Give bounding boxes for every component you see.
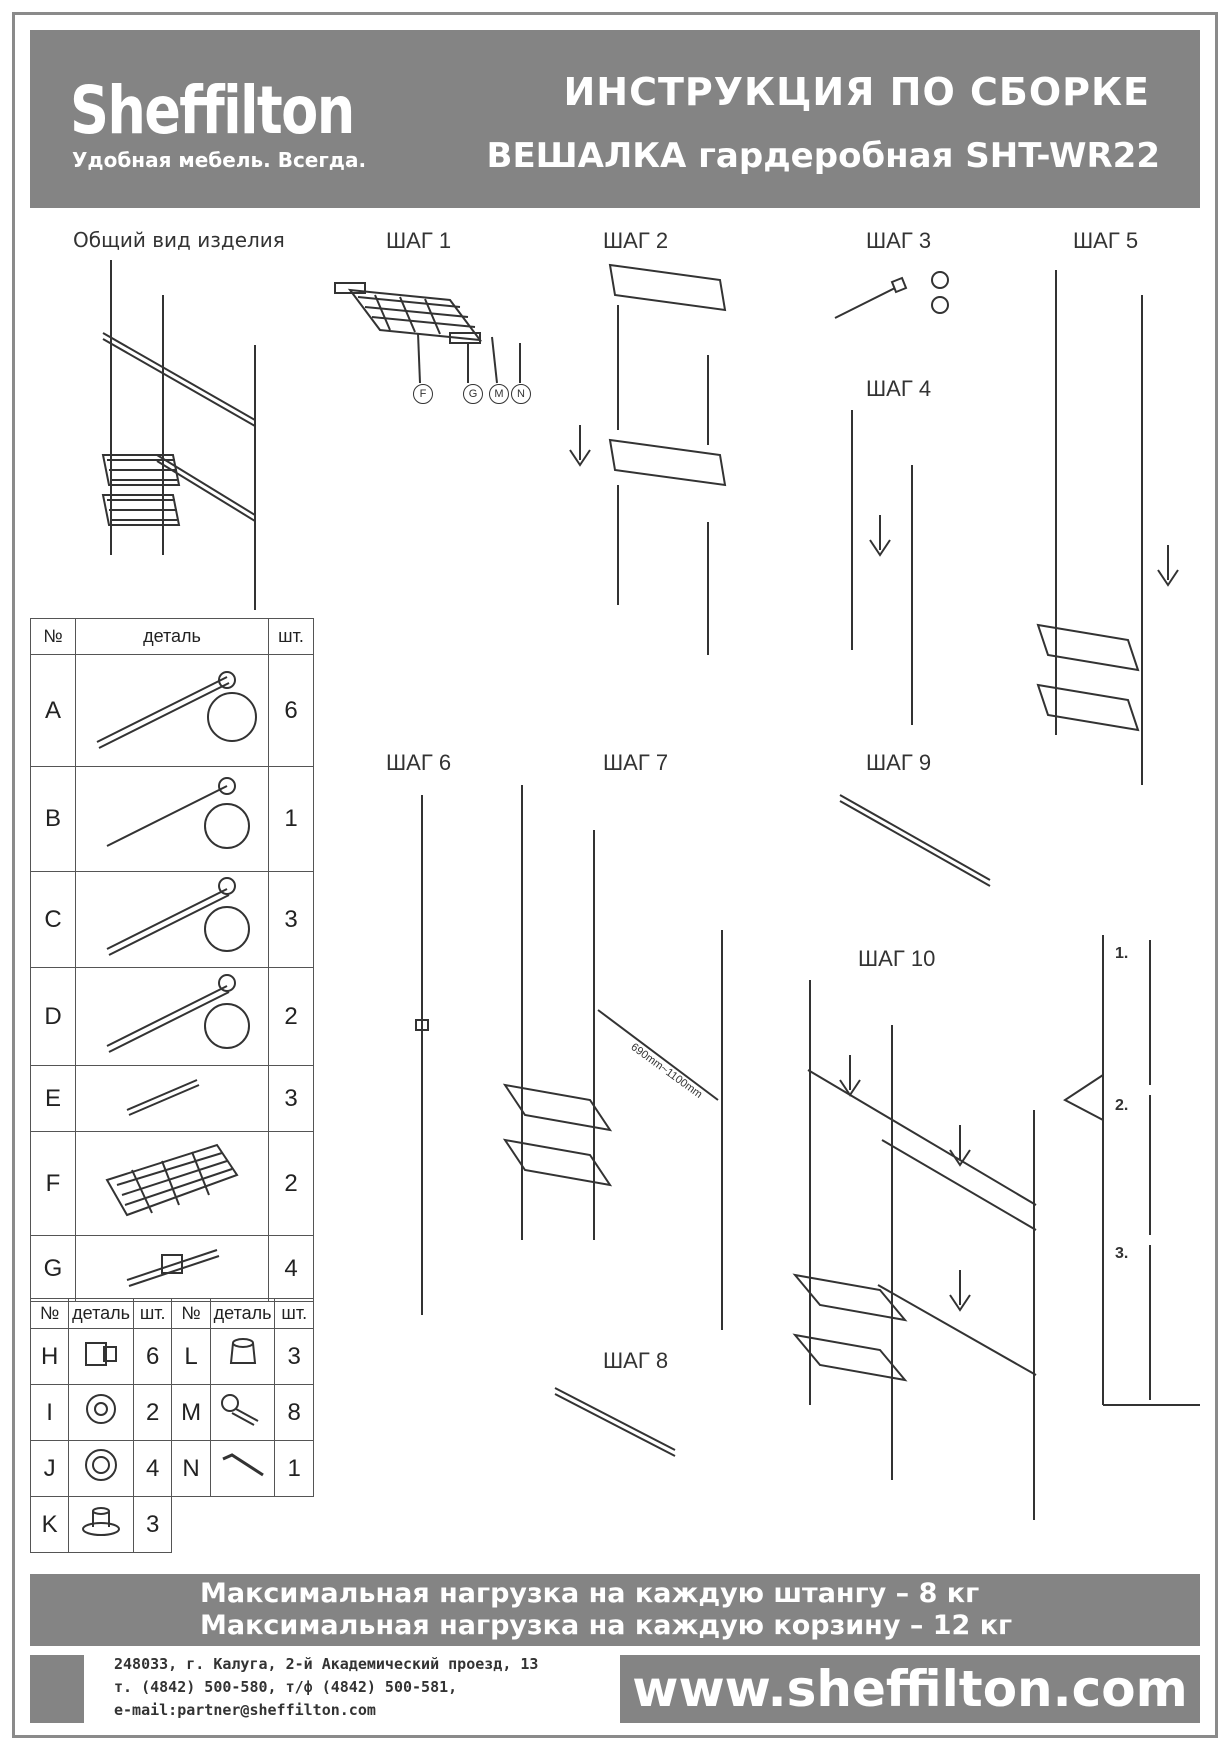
part-id: H <box>29 1328 70 1385</box>
part-id: G <box>30 1235 76 1302</box>
step-7-illustration <box>502 785 723 1330</box>
part-tube-icon <box>96 671 257 749</box>
load-line-basket: Максимальная нагрузка на каждую корзину … <box>200 1610 1013 1641</box>
brand-tagline: Удобная мебель. Всегда. <box>72 148 367 172</box>
part-qty: 4 <box>132 1440 173 1497</box>
screw-icon <box>220 1394 259 1426</box>
parts-col-detail: деталь <box>68 1298 134 1329</box>
step-3-label: ШАГ 3 <box>866 228 932 253</box>
callout-s1-N: N <box>511 384 531 404</box>
part-qty: 2 <box>132 1384 173 1441</box>
parts-table: № деталь шт. A 6 B 1 C 3 D 2 E 3 F 2 G 4 <box>30 618 314 1302</box>
part-tube-icon <box>106 973 250 1053</box>
parts-col-qty: шт. <box>132 1298 173 1329</box>
part-qty: 3 <box>132 1496 173 1553</box>
part-id: K <box>29 1496 70 1553</box>
contact-block: 248033, г. Калуга, 2-й Академический про… <box>114 1653 538 1722</box>
part-qty: 6 <box>268 654 314 767</box>
part-qty: 4 <box>268 1235 314 1302</box>
step-4-illustration <box>851 410 913 725</box>
contact-email[interactable]: e-mail:partner@sheffilton.com <box>114 1701 376 1719</box>
part-id: N <box>171 1440 211 1497</box>
callout-s1-G: G <box>463 384 483 404</box>
step-4-label: ШАГ 4 <box>866 376 932 401</box>
hex-key-icon <box>221 1453 264 1477</box>
part-qty: 1 <box>274 1440 314 1497</box>
part-tube-icon <box>106 876 250 956</box>
part-id: I <box>29 1384 70 1441</box>
footer-square <box>30 1655 84 1723</box>
parts-col-detail: деталь <box>209 1298 276 1329</box>
page-frame <box>12 12 1218 1738</box>
part-rod-icon <box>126 1079 200 1116</box>
product-title: ВЕШАЛКА гардеробная SHT-WR22 <box>486 136 1160 176</box>
part-id: M <box>171 1384 211 1441</box>
foot-cap-icon <box>229 1338 256 1364</box>
part-qty: 3 <box>274 1328 314 1385</box>
part-id: D <box>30 967 76 1066</box>
step-6-illustration <box>415 795 429 1315</box>
part-id: E <box>30 1065 76 1132</box>
step-8-illustration <box>554 1387 676 1457</box>
step-7-label: ШАГ 7 <box>603 750 669 775</box>
overview-illustration <box>101 260 256 610</box>
step-9-illustration <box>839 794 991 887</box>
parts-col-number: № <box>30 618 76 655</box>
clamp-icon <box>85 1342 118 1366</box>
part-qty: 1 <box>268 766 314 872</box>
parts-col-detail: деталь <box>75 618 269 655</box>
step-1-illustration <box>334 282 521 384</box>
height-step-1: 1. <box>1115 945 1129 962</box>
part-qty: 3 <box>268 871 314 968</box>
callout-s1-M: M <box>489 384 509 404</box>
contact-address: 248033, г. Калуга, 2-й Академический про… <box>114 1655 539 1673</box>
part-qty: 3 <box>268 1065 314 1132</box>
part-qty: 2 <box>268 967 314 1066</box>
step-6-label: ШАГ 6 <box>386 750 452 775</box>
part-id: A <box>30 654 76 767</box>
height-adjust-panel <box>1063 935 1200 1406</box>
header-banner: Sheffilton Удобная мебель. Всегда. ИНСТР… <box>30 30 1200 208</box>
part-id: C <box>30 871 76 968</box>
contact-phone: т. (4842) 500-580, т/ф (4842) 500-581, <box>114 1678 458 1696</box>
step-2-label: ШАГ 2 <box>603 228 669 253</box>
part-id: J <box>29 1440 70 1497</box>
part-qty: 8 <box>274 1384 314 1441</box>
part-id: L <box>171 1328 211 1385</box>
parts-col-number: № <box>29 1298 70 1329</box>
load-banner: Максимальная нагрузка на каждую штангу –… <box>30 1574 1200 1646</box>
step-1-label: ШАГ 1 <box>386 228 452 253</box>
end-cap-icon <box>85 1449 118 1481</box>
end-cap-icon <box>86 1394 117 1424</box>
bracket-icon <box>126 1249 220 1287</box>
part-id: F <box>30 1131 76 1236</box>
step-2-illustration <box>569 263 727 655</box>
step-5-label: ШАГ 5 <box>1073 228 1139 253</box>
step-10-illustration <box>792 980 1037 1520</box>
part-id: B <box>30 766 76 872</box>
top-cap-icon <box>82 1507 121 1536</box>
parts-col-qty: шт. <box>268 618 314 655</box>
step-9-label: ШАГ 9 <box>866 750 932 775</box>
step-5-illustration <box>1036 270 1179 785</box>
part-qty: 2 <box>268 1131 314 1236</box>
step-10-label: ШАГ 10 <box>858 946 936 971</box>
step-3-illustration <box>834 271 949 319</box>
instruction-title: ИНСТРУКЦИЯ ПО СБОРКЕ <box>563 70 1150 114</box>
height-step-3: 3. <box>1115 1245 1129 1262</box>
website-link[interactable]: www.sheffilton.com <box>620 1655 1200 1723</box>
step-8-label: ШАГ 8 <box>603 1348 669 1373</box>
basket-icon <box>105 1143 239 1217</box>
parts-col-number: № <box>171 1298 211 1329</box>
parts-col-qty: шт. <box>274 1298 314 1329</box>
part-tube-icon <box>106 776 250 849</box>
brand-logo: Sheffilton <box>70 72 355 149</box>
parts-table-small: № деталь шт. № деталь шт. H 6 L 3 I 2 M … <box>29 1298 314 1553</box>
callout-s1-F: F <box>413 384 433 404</box>
load-line-rod: Максимальная нагрузка на каждую штангу –… <box>200 1578 980 1609</box>
overview-label: Общий вид изделия <box>73 228 285 252</box>
height-step-2: 2. <box>1115 1097 1129 1114</box>
part-qty: 6 <box>132 1328 173 1385</box>
